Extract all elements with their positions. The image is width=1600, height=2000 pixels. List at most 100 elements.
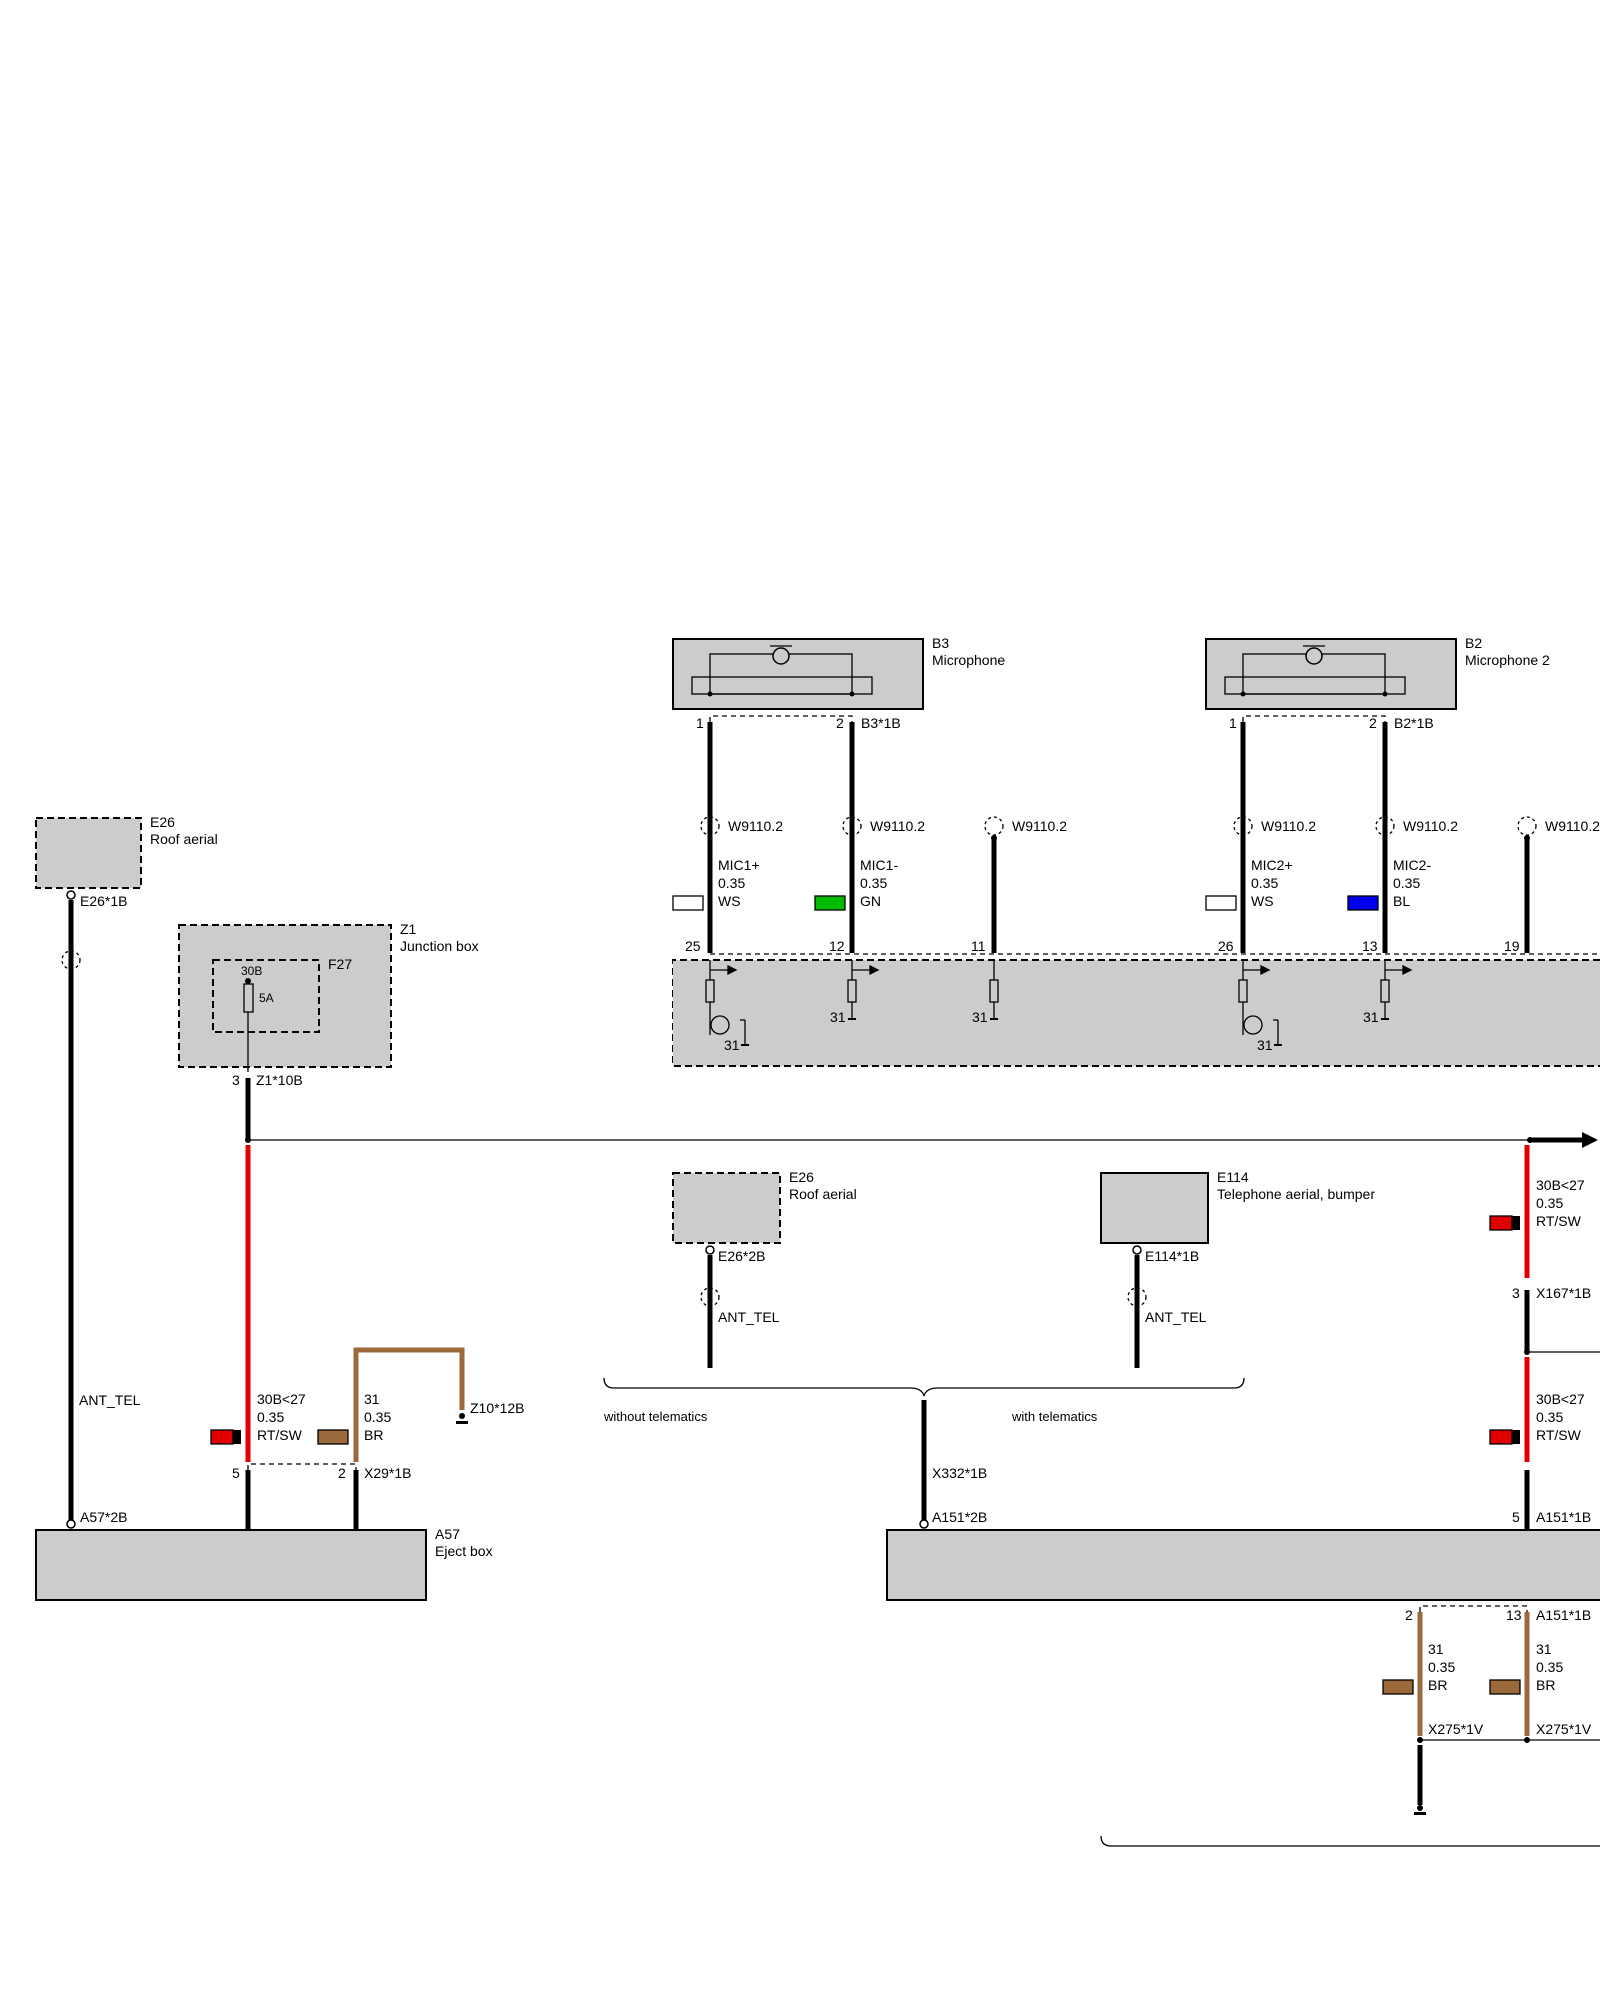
ground-icon: [456, 1421, 468, 1424]
b3-pin2: 2: [836, 715, 844, 731]
shield-icon: [700, 816, 1537, 836]
b2-microphone: B2 Microphone 2 1 2 B2*1B: [1205, 635, 1550, 731]
b2-id: B2: [1465, 635, 1482, 651]
color-swatch: [1205, 895, 1237, 911]
z1-connector: Z1*10B: [256, 1072, 303, 1088]
fuse-icon: [243, 983, 254, 1013]
e26-name: Roof aerial: [150, 831, 218, 847]
e114-connector: E114*1B: [1145, 1248, 1199, 1264]
shield-label: W9110.2: [1012, 818, 1067, 834]
wire-color: BR: [1428, 1677, 1447, 1693]
bus-line: [245, 1132, 1598, 1148]
arrow-right-icon: [1582, 1132, 1598, 1148]
wire-color: GN: [860, 893, 881, 909]
with-telematics: with telematics: [1011, 1409, 1098, 1424]
without-telematics: without telematics: [603, 1409, 708, 1424]
wire-signal: MIC2-: [1393, 857, 1431, 873]
wire-signal: 31: [1428, 1641, 1444, 1657]
shield-icon: [700, 1287, 720, 1307]
z1-red-wire: 30B<27 0.35 RT/SW 5: [210, 1145, 306, 1530]
e114-name: Telephone aerial, bumper: [1217, 1186, 1375, 1202]
pin-number: 5: [232, 1465, 240, 1481]
color-swatch: [672, 895, 704, 911]
wire-signal: MIC1-: [860, 857, 898, 873]
shield-icon: [1127, 1287, 1147, 1307]
pin-number: 25: [685, 938, 701, 954]
wire-gauge: 0.35: [718, 875, 745, 891]
wire-gauge: 0.35: [1428, 1659, 1455, 1675]
ground-label: 31: [724, 1037, 740, 1053]
wire-gauge: 0.35: [257, 1409, 284, 1425]
x29-connector: X29*1B: [364, 1465, 411, 1481]
shield-label: W9110.2: [1545, 818, 1600, 834]
ground-icon: [741, 1018, 1389, 1046]
x167-connector: X167*1B: [1536, 1285, 1591, 1301]
wire-signal: MIC2+: [1251, 857, 1293, 873]
b3-microphone: B3 Microphone 1 2 B3*1B: [672, 635, 1005, 731]
option-brace: without telematics with telematics X332*…: [603, 1377, 1245, 1529]
ground-label: 31: [830, 1009, 846, 1025]
wire-color: BL: [1393, 893, 1410, 909]
x275-splice: X275*1V: [1536, 1721, 1592, 1737]
shield-label: W9110.2: [870, 818, 925, 834]
x275-splice: X275*1V: [1428, 1721, 1484, 1737]
wire-color: RT/SW: [257, 1427, 303, 1443]
ground-label: 31: [1363, 1009, 1379, 1025]
color-swatch: [1489, 1429, 1513, 1445]
wire-gauge: 0.35: [1536, 1195, 1563, 1211]
a57-name: Eject box: [435, 1543, 493, 1559]
wire-gauge: 0.35: [1536, 1409, 1563, 1425]
ground-icon: [1414, 1812, 1426, 1815]
color-swatch: [1489, 1215, 1513, 1231]
wire-gauge: 0.35: [364, 1409, 391, 1425]
wire-signal: 31: [364, 1391, 380, 1407]
wire-signal: 30B<27: [1536, 1391, 1585, 1407]
wire-color: BR: [364, 1427, 383, 1443]
pin-number: 11: [971, 938, 986, 954]
e114-telephone-aerial: E114 Telephone aerial, bumper E114*1B AN…: [1100, 1169, 1375, 1368]
z1-id: Z1: [400, 921, 417, 937]
pin-number: 13: [1506, 1607, 1522, 1623]
wire-color: WS: [718, 893, 741, 909]
wire-gauge: 0.35: [1536, 1659, 1563, 1675]
b2-pin1: 1: [1229, 715, 1237, 731]
right-red-wires: 30B<27 0.35 RT/SW 3 X167*1B 30B<27 0.35 …: [1489, 1145, 1600, 1530]
ant-tel-label: ANT_TEL: [1145, 1309, 1207, 1325]
x332-connector: X332*1B: [932, 1465, 987, 1481]
color-swatch: [210, 1429, 234, 1445]
e26-connector: E26*1B: [80, 893, 127, 909]
wire-signal: 30B<27: [257, 1391, 306, 1407]
wire-gauge: 0.35: [1393, 875, 1420, 891]
b3-connector: B3*1B: [861, 715, 901, 731]
pin-number: 3: [1512, 1285, 1520, 1301]
color-swatch: [1489, 1679, 1521, 1695]
color-swatch: [317, 1429, 349, 1445]
ground-label: Z10*12B: [470, 1400, 524, 1416]
wire-signal: 31: [1536, 1641, 1552, 1657]
ground-label: 31: [1257, 1037, 1273, 1053]
color-swatch: [814, 895, 846, 911]
z1-junction-box: Z1 Junction box F27 30B 5A 3 Z1*10B: [178, 921, 479, 1140]
e26-name: Roof aerial: [789, 1186, 857, 1202]
color-swatch: [1382, 1679, 1414, 1695]
pin-number: 12: [829, 938, 845, 954]
microphone-wires: W9110.2 W9110.2 W9110.2 W9110.2 W9110.2 …: [672, 722, 1600, 954]
pin-number: 2: [338, 1465, 346, 1481]
e26-roof-aerial-top: E26 Roof aerial E26*1B ANT_TEL: [35, 814, 218, 1529]
a57-eject-box: A57*2B A57 Eject box: [35, 1509, 493, 1601]
a151-connector-left: A151*2B: [932, 1509, 987, 1525]
color-swatch: [1347, 895, 1379, 911]
wire-signal: 30B<27: [1536, 1177, 1585, 1193]
f27-id: F27: [328, 956, 352, 972]
microphone-icon: [772, 647, 790, 665]
f27-rating: 5A: [259, 991, 274, 1005]
b3-name: Microphone: [932, 652, 1005, 668]
wire-color: WS: [1251, 893, 1274, 909]
b2-pin2: 2: [1369, 715, 1377, 731]
audio-module-top: 31 31 31 31 31: [672, 953, 1600, 1067]
microphone-icon: [1305, 647, 1323, 665]
a151-connector-bottom: A151*1B: [1536, 1607, 1591, 1623]
e26-id: E26: [789, 1169, 814, 1185]
wire-color: RT/SW: [1536, 1427, 1582, 1443]
wire-gauge: 0.35: [860, 875, 887, 891]
